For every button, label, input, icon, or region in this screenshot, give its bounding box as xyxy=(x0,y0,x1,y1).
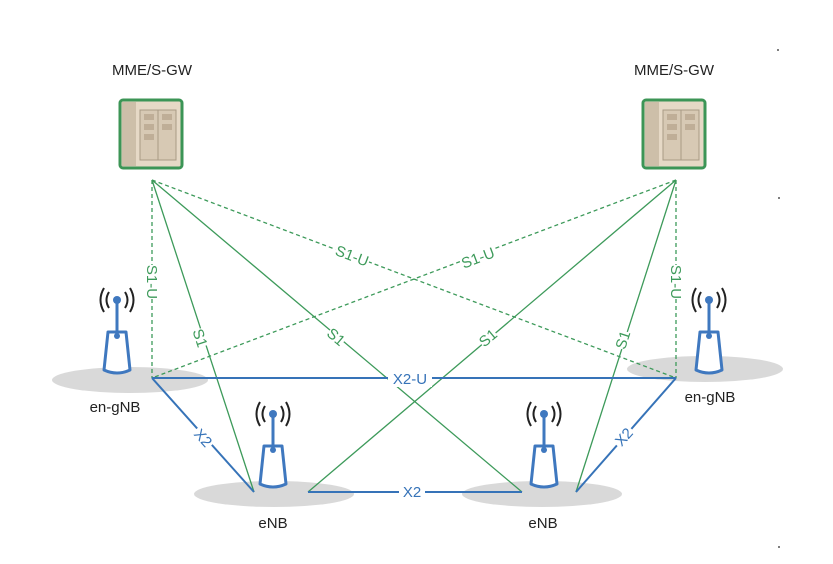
svg-text:S1-U: S1-U xyxy=(667,265,684,299)
mme-right-label: MME/S-GW xyxy=(634,62,715,79)
engnb-right-label: en-gNB xyxy=(685,389,736,406)
link-s1u-cross-right xyxy=(151,179,677,379)
svg-text:S1: S1 xyxy=(323,325,348,350)
mme-left-label: MME/S-GW xyxy=(112,62,193,79)
antenna-icon xyxy=(99,286,135,375)
speck xyxy=(778,546,780,548)
label-s1u-left-vertical: S1-U xyxy=(143,265,161,299)
svg-text:S1: S1 xyxy=(613,329,635,352)
label-x2-bottom: X2 xyxy=(399,482,425,501)
label-s1-left-enb: S1 xyxy=(189,326,213,350)
antenna-icon xyxy=(691,286,727,375)
svg-text:X2: X2 xyxy=(403,484,421,501)
enb-left-label: eNB xyxy=(258,515,287,532)
svg-text:S1-U: S1-U xyxy=(143,265,160,299)
speck xyxy=(778,197,780,199)
label-s1-right-enb: S1 xyxy=(610,328,635,352)
label-s1u-right-vertical: S1-U xyxy=(667,265,685,299)
svg-text:S1-U: S1-U xyxy=(333,242,371,270)
svg-text:X2: X2 xyxy=(190,426,215,451)
svg-text:S1-U: S1-U xyxy=(459,244,497,272)
speck xyxy=(777,49,779,51)
server-icon xyxy=(641,98,707,170)
server-icon xyxy=(118,98,184,170)
label-s1u-cross-left: S1-U xyxy=(333,240,373,270)
ground-enb-right xyxy=(462,481,622,507)
label-x2u-top: X2-U xyxy=(388,369,432,388)
svg-text:S1: S1 xyxy=(189,327,211,350)
enb-right-label: eNB xyxy=(528,515,557,532)
ground-engnb-left xyxy=(52,367,208,393)
engnb-left-label: en-gNB xyxy=(90,399,141,416)
label-s1u-cross-right: S1-U xyxy=(457,242,497,272)
svg-text:X2-U: X2-U xyxy=(393,371,427,388)
antenna-icon xyxy=(255,400,291,489)
antenna-icon xyxy=(526,400,562,489)
